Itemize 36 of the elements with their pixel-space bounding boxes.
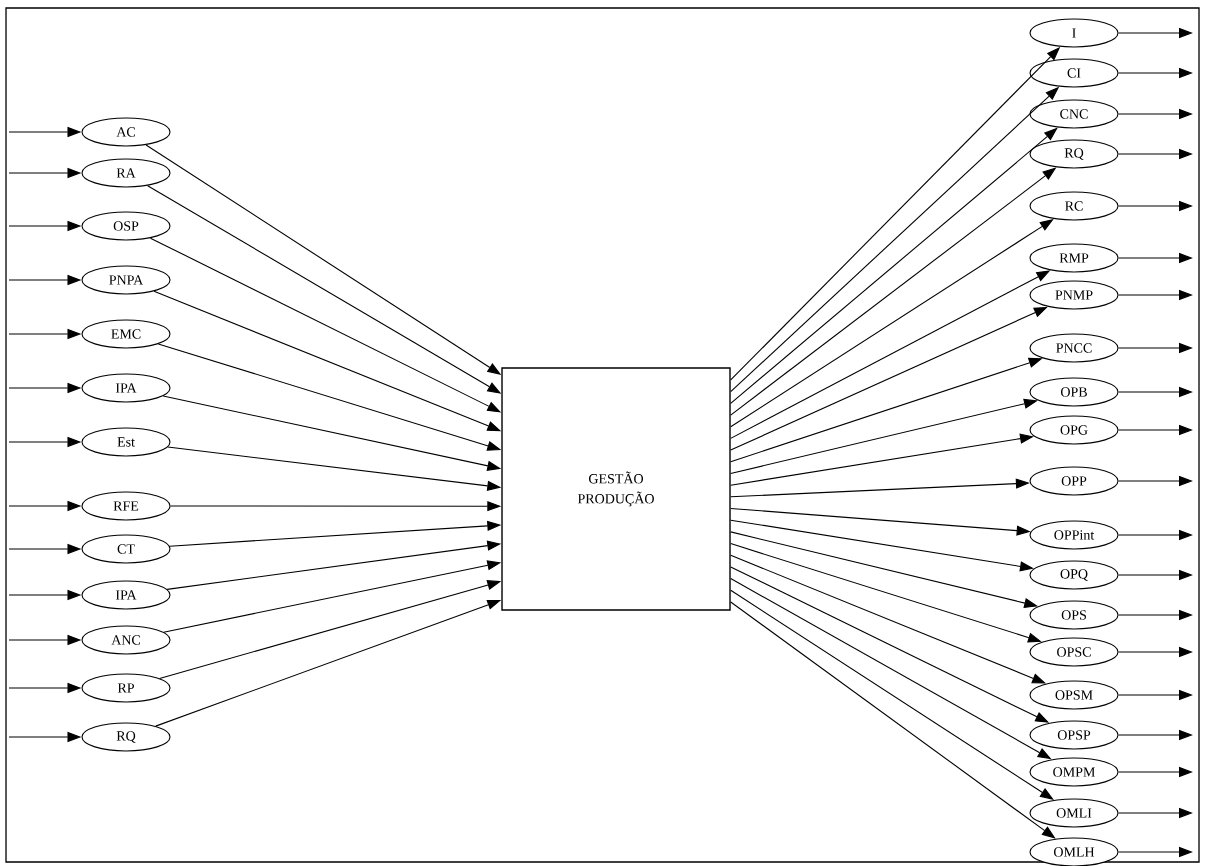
ellipse-node: OPSC [1029, 637, 1119, 667]
ellipse-node: OPG [1029, 415, 1119, 445]
ellipse-node: PNPA [81, 265, 171, 295]
ellipse-node: RP [81, 673, 171, 703]
ellipse-node: OPQ [1029, 560, 1119, 590]
ellipse-node: RQ [1029, 139, 1119, 169]
node-label: OMLH [1053, 847, 1095, 857]
ellipse-node: AC [81, 117, 171, 147]
ellipse-node: CNC [1029, 99, 1119, 129]
ellipse-node: OPSM [1029, 680, 1119, 710]
ellipse-node: I [1029, 18, 1119, 48]
ellipse-node: RC [1029, 191, 1119, 221]
ellipse-node: OPPint [1029, 520, 1119, 550]
ellipse-node: EMC [81, 319, 171, 349]
process-box: GESTÃO PRODUÇÃO [501, 367, 731, 611]
ellipse-node: RFE [81, 491, 171, 521]
ellipse-node: OSP [81, 211, 171, 241]
ellipse-node: RA [81, 158, 171, 188]
ellipse-node: PNMP [1029, 280, 1119, 310]
ellipse-node: OMPM [1029, 757, 1119, 787]
ellipse-node: IPA [81, 373, 171, 403]
ellipse-node: OMLH [1029, 837, 1119, 866]
ellipse-node: OMLI [1029, 798, 1119, 828]
ellipse-node: RMP [1029, 243, 1119, 273]
ellipse-node: OPS [1029, 600, 1119, 630]
ellipse-node: OPB [1029, 377, 1119, 407]
ellipse-node: Est [81, 427, 171, 457]
ellipse-node: OPP [1029, 466, 1119, 496]
ellipse-node: IPA [81, 580, 171, 610]
ellipse-node: PNCC [1029, 333, 1119, 363]
ellipse-node: OPSP [1029, 720, 1119, 750]
ellipse-node: ANC [81, 625, 171, 655]
ellipse-node: CT [81, 534, 171, 564]
ellipse-node: CI [1029, 58, 1119, 88]
ellipse-node: RQ [81, 722, 171, 752]
arrow [730, 589, 1054, 800]
